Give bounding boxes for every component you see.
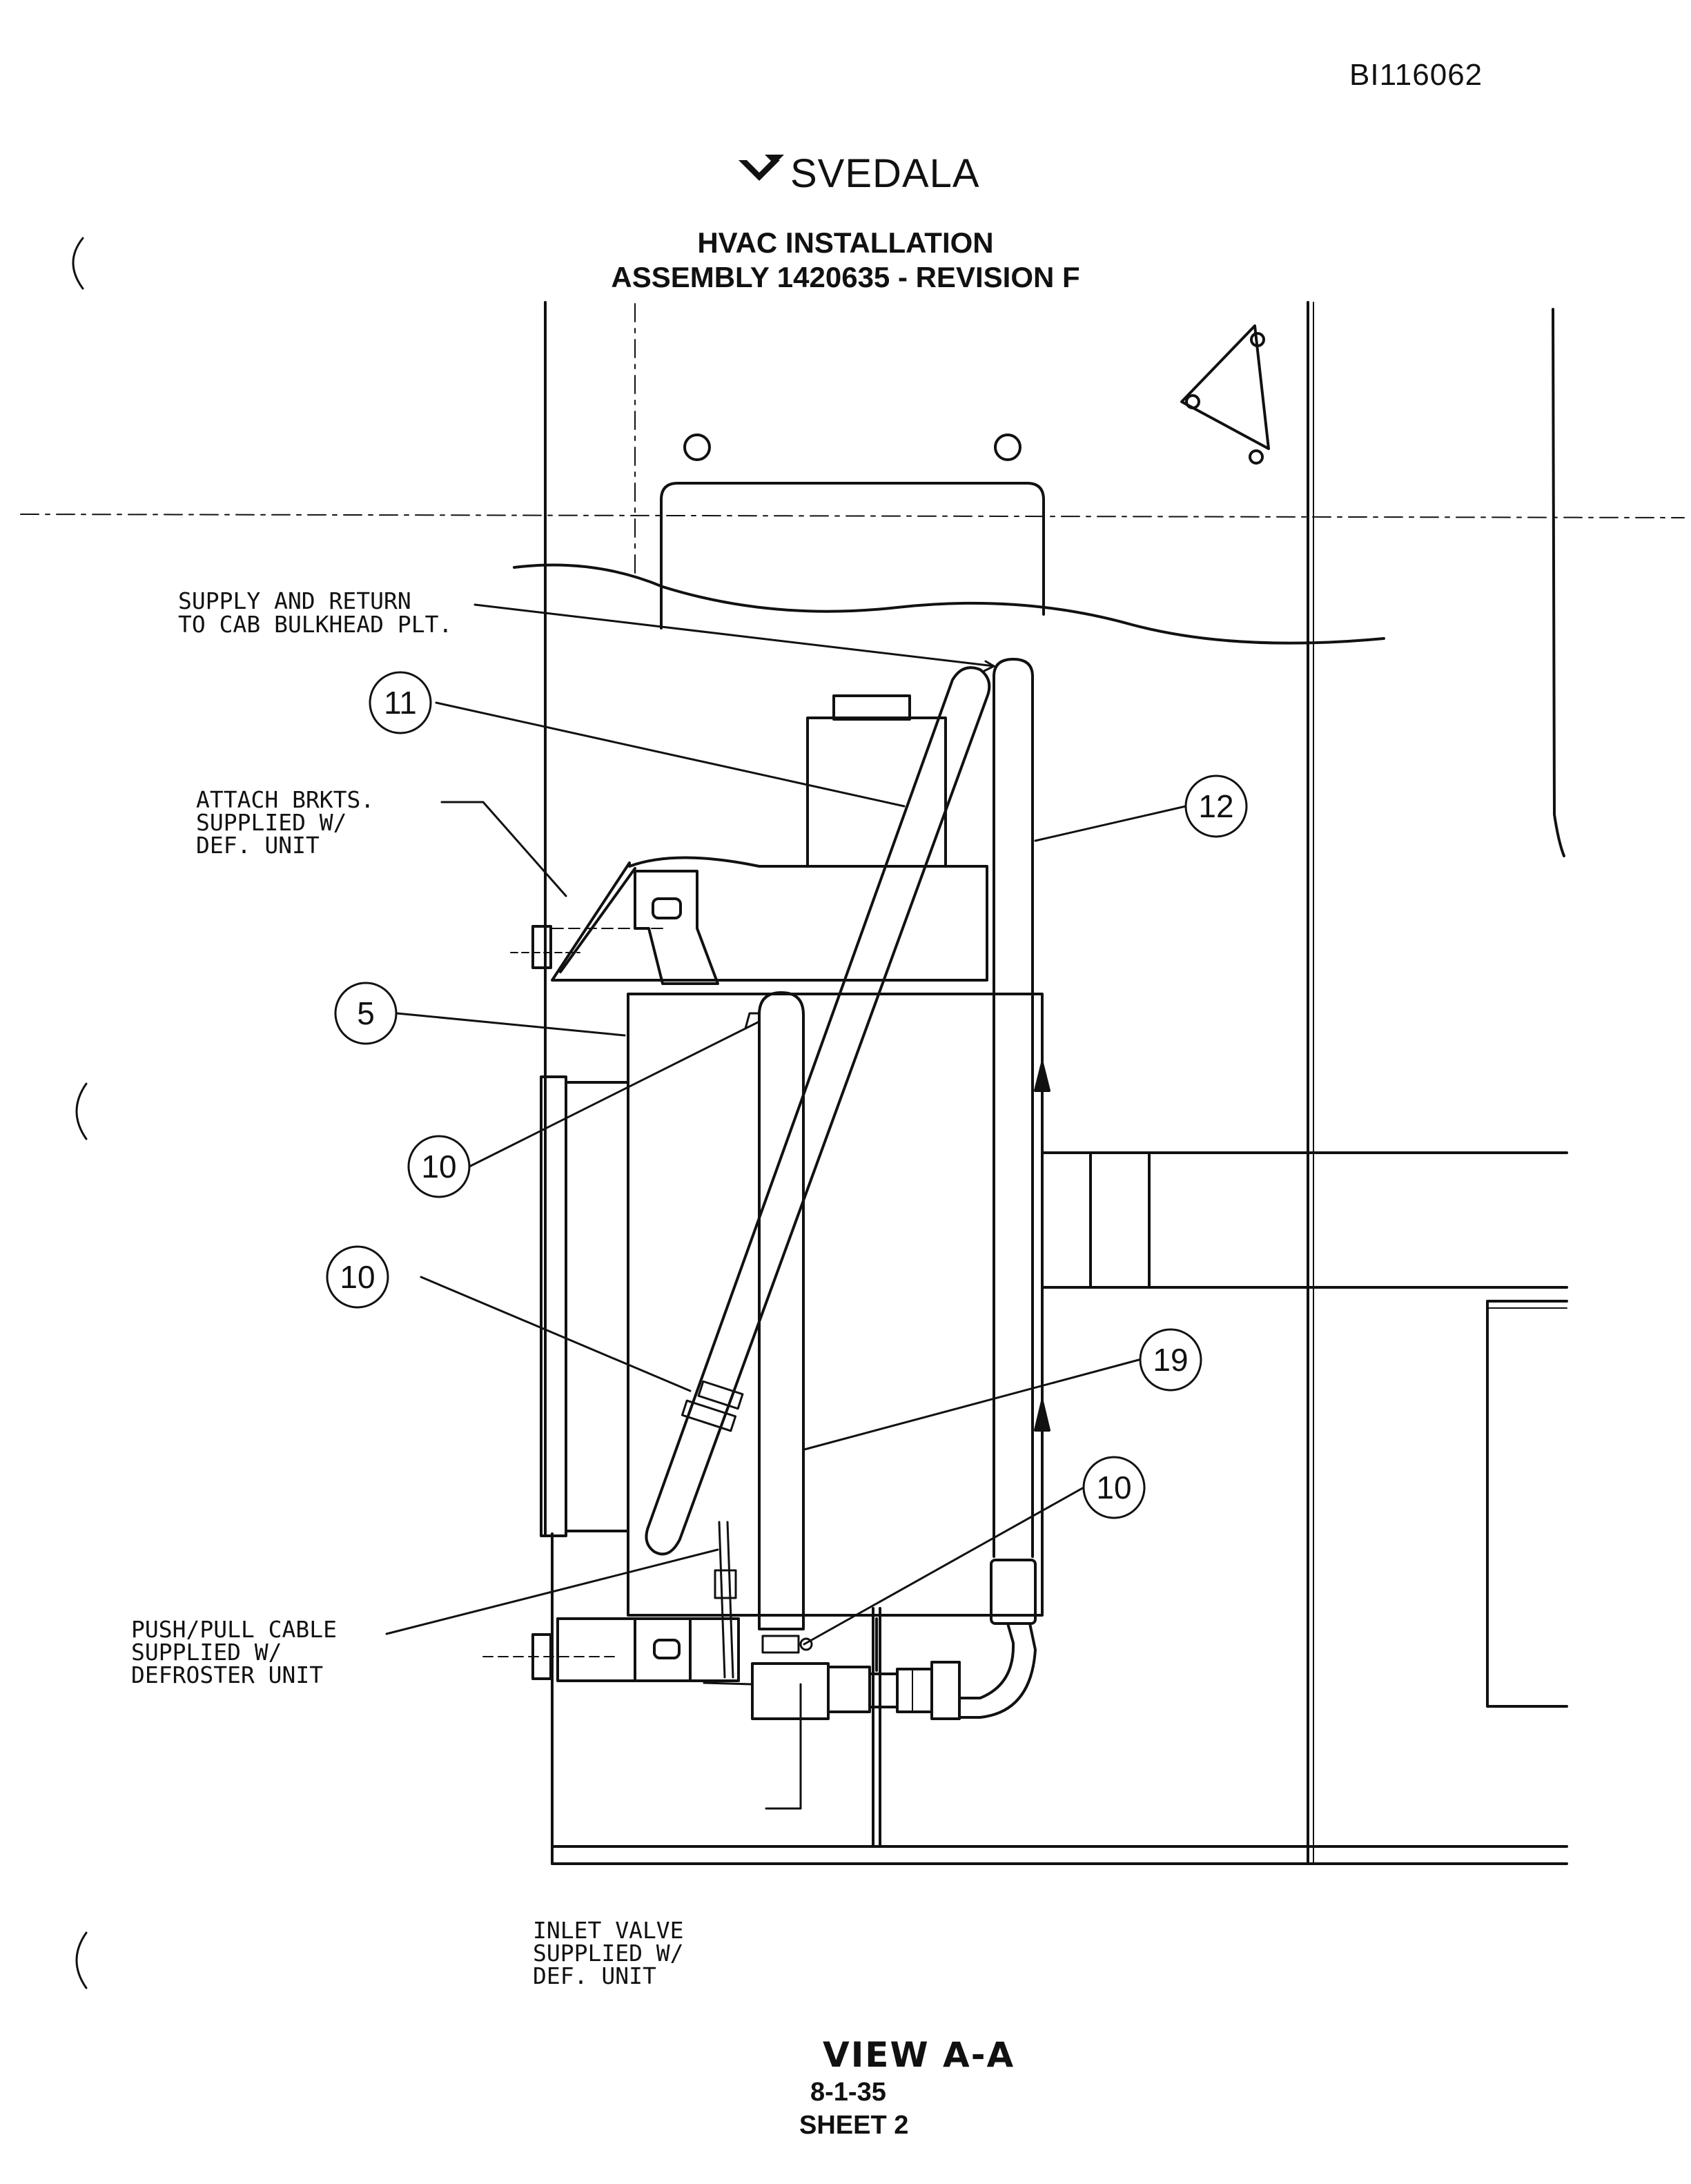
inlet-valve: [751, 1661, 961, 1720]
hose-12: [958, 658, 1037, 1719]
defroster-top-unit: [510, 694, 988, 985]
inlet-valve-line3: DEF. UNIT: [533, 1962, 656, 1989]
view-title: VIEW A-A: [823, 2035, 1015, 2075]
leader-lines: [385, 603, 1187, 1810]
center-lines: [20, 303, 1685, 581]
break-line: [513, 563, 1385, 645]
attach-brackets-line2: SUPPLIED W/: [196, 809, 347, 836]
push-pull-cable: [703, 1521, 754, 1686]
drawing-title: HVAC INSTALLATION: [697, 226, 994, 259]
bulkhead-plate: [660, 324, 1270, 630]
supply-return-line1: SUPPLY AND RETURN: [178, 587, 411, 614]
balloon-11: 11: [384, 685, 417, 721]
balloon-19: 19: [1153, 1342, 1188, 1378]
document-id: BI116062: [1349, 58, 1483, 92]
push-pull-line2: SUPPLIED W/: [131, 1639, 282, 1666]
attach-brackets-line1: ATTACH BRKTS.: [196, 786, 374, 813]
page-reference: 8-1-35: [810, 2078, 886, 2107]
balloon-10-middle: 10: [340, 1259, 375, 1295]
push-pull-line3: DEFROSTER UNIT: [131, 1661, 323, 1688]
hose-19: [758, 991, 805, 1630]
push-pull-line1: PUSH/PULL CABLE: [131, 1616, 337, 1643]
assembly-revision: ASSEMBLY 1420635 - REVISION F: [611, 261, 1080, 293]
brand-name: SVEDALA: [790, 151, 980, 196]
right-structure: [1041, 1151, 1568, 1708]
balloon-10-lower: 10: [1096, 1470, 1131, 1505]
balloon-12: 12: [1198, 788, 1233, 824]
balloon-5: 5: [357, 995, 375, 1031]
hose-11: [645, 666, 991, 1556]
inlet-valve-line2: SUPPLIED W/: [533, 1940, 684, 1967]
inlet-valve-line1: INLET VALVE: [533, 1917, 684, 1944]
hose-clamps: [681, 1012, 813, 1654]
binder-hole-marks: [72, 237, 88, 1989]
frame-rails: [544, 301, 1568, 1865]
balloons: [326, 671, 1248, 1519]
sheet-number: SHEET 2: [799, 2111, 909, 2140]
balloon-10-upper: 10: [421, 1149, 456, 1184]
supply-return-line2: TO CAB BULKHEAD PLT.: [178, 611, 452, 638]
svedala-logo-icon: [739, 155, 784, 181]
attach-brackets-line3: DEF. UNIT: [196, 832, 320, 859]
defroster-body: [540, 993, 1050, 1617]
lower-bracket: [482, 1617, 878, 1682]
